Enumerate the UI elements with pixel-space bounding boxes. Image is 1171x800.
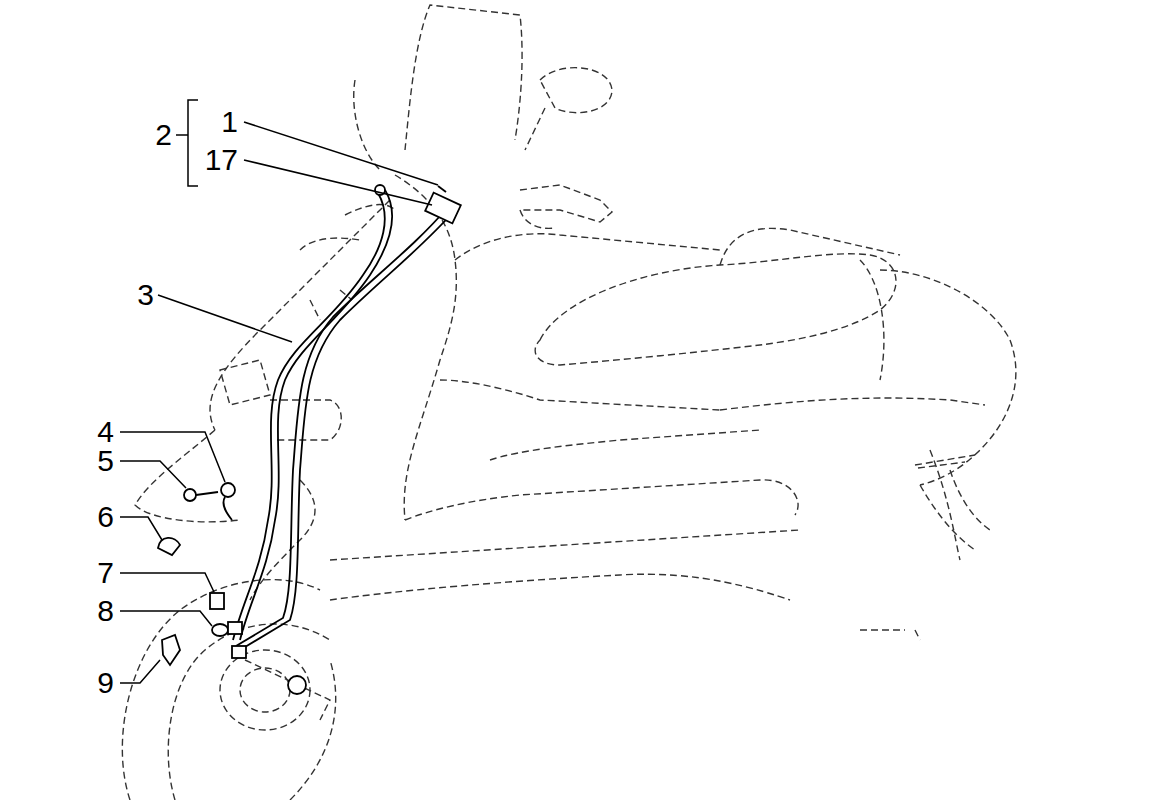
callout-number: 6 <box>97 502 114 532</box>
callout-number: 3 <box>137 280 154 310</box>
callout-number: 8 <box>97 596 114 626</box>
callout-number: 17 <box>205 145 238 175</box>
callout-number: 1 <box>221 107 238 137</box>
callout-number: 9 <box>97 668 114 698</box>
callout-number: 5 <box>97 446 114 476</box>
brake-cable <box>158 185 461 694</box>
callout-number: 2 <box>155 120 172 150</box>
callout-number: 7 <box>97 558 114 588</box>
scooter-outline <box>122 5 1016 800</box>
callout-number: 4 <box>97 417 114 447</box>
leader-lines <box>120 100 438 683</box>
